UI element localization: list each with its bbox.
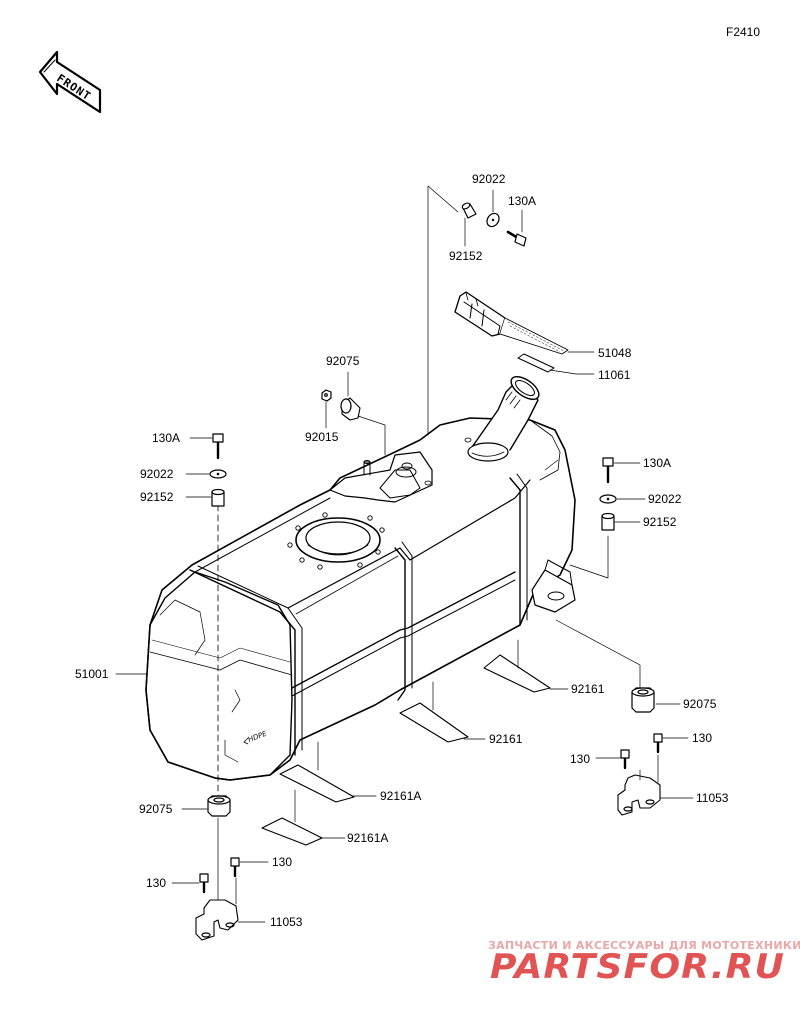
left-top-hardware — [185, 433, 227, 507]
label-92022-left: 92022 — [140, 467, 174, 481]
label-92022-right: 92022 — [648, 492, 682, 506]
label-130-left-b: 130 — [146, 876, 167, 890]
label-92152-right: 92152 — [643, 515, 677, 529]
label-92075-right: 92075 — [683, 697, 717, 711]
label-11053-left: 11053 — [270, 915, 303, 929]
label-130-right-a: 130 — [692, 731, 713, 745]
front-arrow-icon: FRONT — [38, 50, 102, 114]
watermark-tagline: ЗАПЧАСТИ И АКСЕССУАРЫ ДЛЯ МОТОТЕХНИКИ — [488, 939, 800, 952]
label-92161a-upper: 92161A — [380, 789, 422, 803]
label-51048: 51048 — [598, 346, 632, 360]
label-11053-right: 11053 — [696, 791, 729, 805]
label-130a-right: 130A — [643, 456, 672, 470]
label-92152-left: 92152 — [140, 490, 174, 504]
watermark-brand: PARTSFOR.RU — [490, 947, 785, 987]
label-130a-top: 130A — [508, 194, 537, 208]
left-lower-mount — [171, 795, 269, 941]
fuel-tank: HDPE — [145, 376, 576, 801]
label-51001: 51001 — [75, 667, 109, 681]
label-92022-top: 92022 — [472, 172, 506, 186]
label-92161-mid: 92161 — [489, 732, 523, 746]
label-92015: 92015 — [305, 430, 339, 444]
top-hardware — [321, 185, 595, 456]
diagram-code: F2410 — [726, 25, 761, 39]
label-92161-right: 92161 — [571, 682, 605, 696]
right-top-hardware — [569, 457, 646, 579]
label-92152-top: 92152 — [449, 249, 483, 263]
rubber-pads — [261, 639, 569, 846]
label-130-left-a: 130 — [272, 855, 293, 869]
label-92075-top: 92075 — [326, 354, 360, 368]
label-130-right-b: 130 — [570, 752, 591, 766]
label-92075-left: 92075 — [139, 802, 173, 816]
label-92161a-lower: 92161A — [347, 831, 389, 845]
label-11061: 11061 — [598, 368, 631, 382]
right-lower-mount — [555, 619, 694, 816]
label-130a-left: 130A — [152, 431, 181, 445]
